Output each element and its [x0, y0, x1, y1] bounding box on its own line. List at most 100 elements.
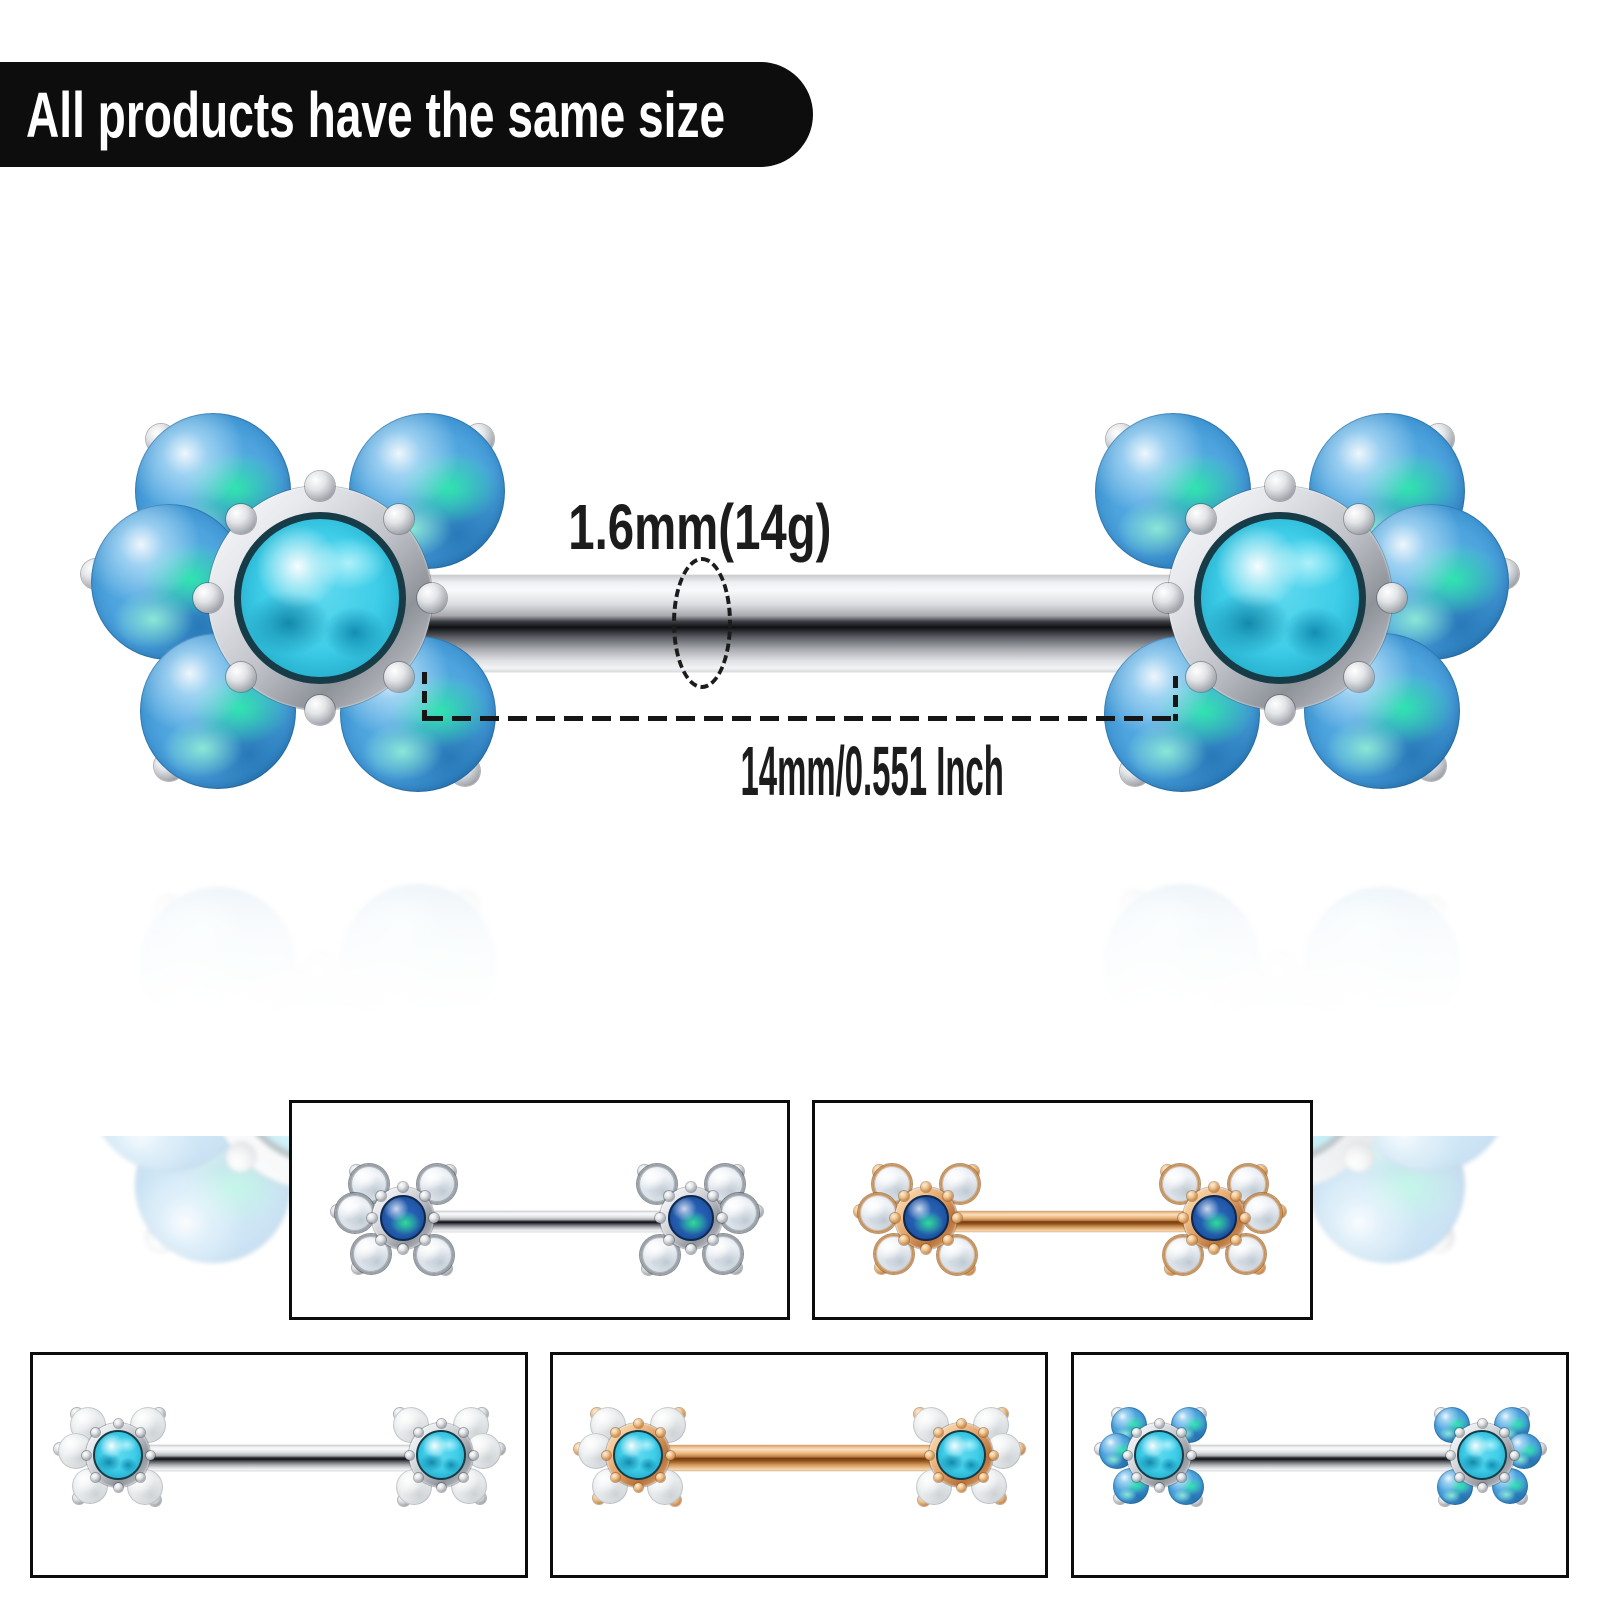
- center-gem: [936, 1430, 986, 1480]
- variant-thumbnail-3: [30, 1352, 528, 1578]
- rim-bead: [633, 1418, 643, 1428]
- variant-thumbnail-5: [1071, 1352, 1569, 1578]
- rim-bead: [1500, 1427, 1510, 1437]
- variant-3-flower-right: [369, 1383, 513, 1527]
- center-gem: [1194, 512, 1366, 684]
- rim-bead: [459, 1427, 469, 1437]
- rim-bead: [942, 1234, 953, 1245]
- rim-bead: [90, 1427, 100, 1437]
- petal: [1241, 1192, 1282, 1233]
- rim-bead: [1209, 1182, 1219, 1192]
- rim-bead: [419, 1234, 430, 1245]
- rim-bead: [656, 1473, 666, 1483]
- rim-bead: [1265, 695, 1295, 725]
- rim-bead: [1230, 1191, 1241, 1202]
- size-banner: All products have the same size: [0, 62, 813, 167]
- rim-bead: [1153, 583, 1183, 613]
- rim-bead: [664, 1191, 675, 1202]
- rim-bead: [924, 1450, 934, 1460]
- rim-bead: [384, 983, 415, 1014]
- rim-bead: [404, 1450, 414, 1460]
- petal: [703, 1233, 744, 1274]
- variant-5-flower-right: [1410, 1383, 1554, 1527]
- center-gem: [613, 1430, 663, 1480]
- rim-bead: [655, 1213, 665, 1223]
- center-gem: [1134, 1430, 1184, 1480]
- rim-bead: [417, 583, 447, 613]
- variant-1-flower-right: [611, 1138, 771, 1298]
- variant-2-bar: [926, 1210, 1214, 1232]
- rim-bead: [1240, 1213, 1250, 1223]
- rim-bead: [81, 1450, 91, 1460]
- rim-bead: [717, 1213, 727, 1223]
- variant-thumbnail-4: [550, 1352, 1048, 1578]
- rim-bead: [686, 1182, 696, 1192]
- rim-bead: [979, 1427, 989, 1437]
- center-gem: [234, 512, 406, 684]
- variant-5-bar: [1159, 1445, 1482, 1471]
- variant-2-flower-left: [846, 1138, 1006, 1298]
- rim-bead: [1477, 1418, 1487, 1428]
- rim-bead: [1265, 951, 1295, 981]
- variant-4-flower-left: [566, 1383, 710, 1527]
- rim-bead: [686, 1244, 696, 1254]
- rim-bead: [1177, 1473, 1187, 1483]
- rim-bead: [398, 1244, 408, 1254]
- petal: [873, 1233, 914, 1274]
- rim-bead: [952, 1213, 962, 1223]
- rim-bead: [1344, 983, 1375, 1014]
- rim-bead: [1131, 1427, 1141, 1437]
- rim-bead: [601, 1450, 611, 1460]
- rim-bead: [1377, 583, 1407, 613]
- rim-bead: [113, 1418, 123, 1428]
- rim-bead: [899, 1191, 910, 1202]
- rim-bead: [890, 1213, 900, 1223]
- rim-bead: [610, 1473, 620, 1483]
- variant-thumbnail-2: [812, 1100, 1313, 1320]
- rim-bead: [413, 1473, 423, 1483]
- rim-bead: [664, 1234, 675, 1245]
- size-banner-text: All products have the same size: [26, 78, 726, 151]
- main-product-flower-right: [1038, 356, 1522, 840]
- rim-bead: [1187, 1191, 1198, 1202]
- variant-2-flower-right: [1134, 1138, 1294, 1298]
- variant-5-flower-left: [1087, 1383, 1231, 1527]
- rim-bead: [225, 983, 256, 1014]
- rim-bead: [1209, 1244, 1219, 1254]
- rim-bead: [136, 1473, 146, 1483]
- length-label-text: 14mm/0.551 Inch: [740, 732, 1004, 810]
- rim-bead: [942, 1191, 953, 1202]
- rim-bead: [384, 662, 415, 693]
- rim-bead: [1445, 1450, 1455, 1460]
- rim-bead: [1177, 1427, 1187, 1437]
- variant-thumbnail-1: [289, 1100, 790, 1320]
- rim-bead: [956, 1482, 966, 1492]
- center-gem: [903, 1195, 949, 1241]
- rim-bead: [1131, 1473, 1141, 1483]
- rim-bead: [956, 1418, 966, 1428]
- rim-bead: [1230, 1234, 1241, 1245]
- center-gem: [416, 1430, 466, 1480]
- rim-bead: [1185, 662, 1216, 693]
- rim-bead: [376, 1234, 387, 1245]
- rim-bead: [1153, 1063, 1183, 1093]
- rim-bead: [979, 1473, 989, 1483]
- rim-bead: [367, 1213, 377, 1223]
- variant-4-flower-right: [889, 1383, 1033, 1527]
- rim-bead: [1178, 1213, 1188, 1223]
- rim-bead: [225, 503, 256, 534]
- rim-bead: [921, 1244, 931, 1254]
- rim-bead: [921, 1182, 931, 1192]
- rim-bead: [429, 1213, 439, 1223]
- variant-4-bar: [638, 1445, 961, 1471]
- rim-bead: [1185, 503, 1216, 534]
- rim-bead: [1454, 1473, 1464, 1483]
- main-product-bar: [320, 575, 1280, 672]
- rim-bead: [136, 1427, 146, 1437]
- rim-bead: [193, 583, 223, 613]
- rim-bead: [707, 1191, 718, 1202]
- rim-bead: [1344, 662, 1375, 693]
- center-gem: [668, 1195, 714, 1241]
- variant-1-bar: [403, 1210, 691, 1232]
